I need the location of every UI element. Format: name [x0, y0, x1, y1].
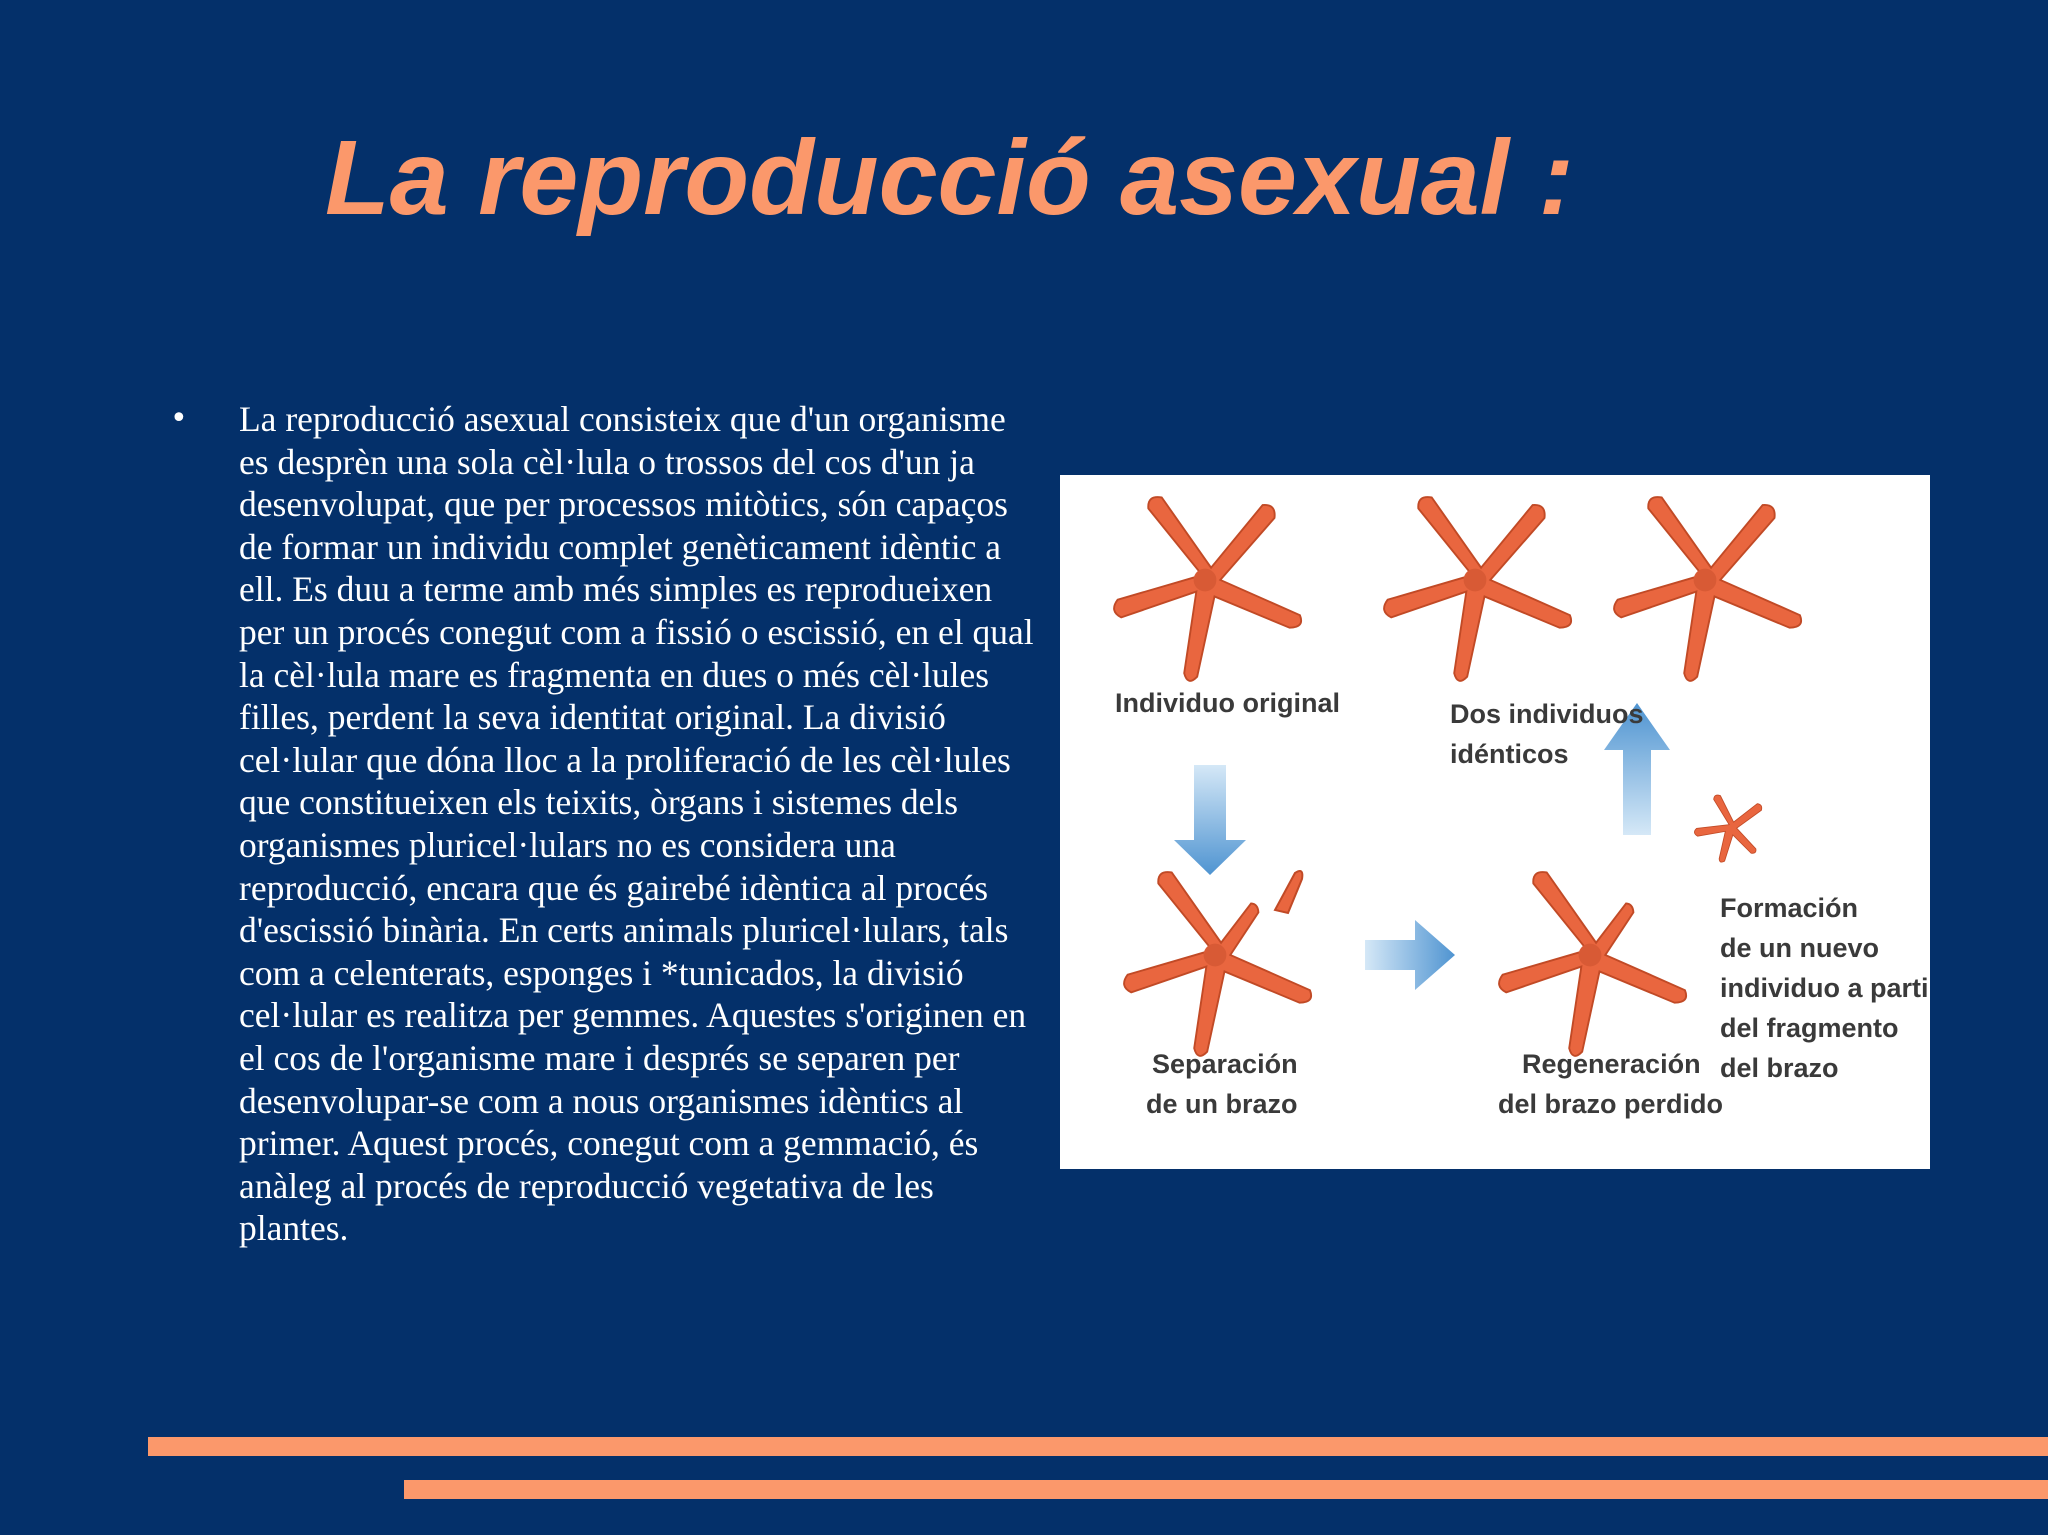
label-separation-line1: Separación [1152, 1049, 1298, 1079]
label-formation-line3: individuo a partir [1720, 973, 1930, 1003]
arrow-up-icon [1604, 703, 1670, 835]
label-identical-line2: idénticos [1450, 739, 1569, 769]
label-separation-line2: de un brazo [1146, 1089, 1298, 1119]
decorative-bar-upper [148, 1437, 2048, 1456]
starfish-separated [1084, 837, 1316, 1078]
label-formation-line2: de un nuevo [1720, 933, 1879, 963]
label-identical-line1: Dos individuos [1450, 699, 1644, 729]
label-formation-line5: del brazo [1720, 1053, 1839, 1083]
starfish-identical-2 [1574, 475, 1832, 703]
figure-canvas: Individuo original Dos individuos idénti… [1074, 475, 1930, 1119]
starfish-regeneration-figure: Individuo original Dos individuos idénti… [1060, 475, 1930, 1169]
bullet-list: • La reproducció asexual consisteix que … [170, 398, 1040, 1250]
decorative-bar-lower [404, 1480, 2048, 1499]
arrow-down-icon [1174, 765, 1246, 875]
bullet-text: La reproducció asexual consisteix que d'… [239, 399, 1034, 1249]
slide-title: La reproducció asexual : [325, 119, 1574, 237]
starfish-new-fragment [1694, 794, 1763, 863]
starfish-original [1074, 475, 1332, 703]
label-regeneration-line1: Regeneración [1522, 1049, 1701, 1079]
label-formation-line1: Formación [1720, 893, 1858, 923]
label-regeneration-line2: del brazo perdido [1498, 1089, 1723, 1119]
starfish-identical-1 [1344, 475, 1602, 703]
label-formation-line4: del fragmento [1720, 1013, 1899, 1043]
label-original: Individuo original [1115, 688, 1340, 718]
bullet-item: • La reproducció asexual consisteix que … [170, 398, 1040, 1250]
arrow-right-icon [1365, 920, 1455, 990]
bullet-marker: • [170, 401, 188, 436]
separated-arm [1273, 870, 1304, 915]
starfish-regenerating [1459, 837, 1691, 1078]
